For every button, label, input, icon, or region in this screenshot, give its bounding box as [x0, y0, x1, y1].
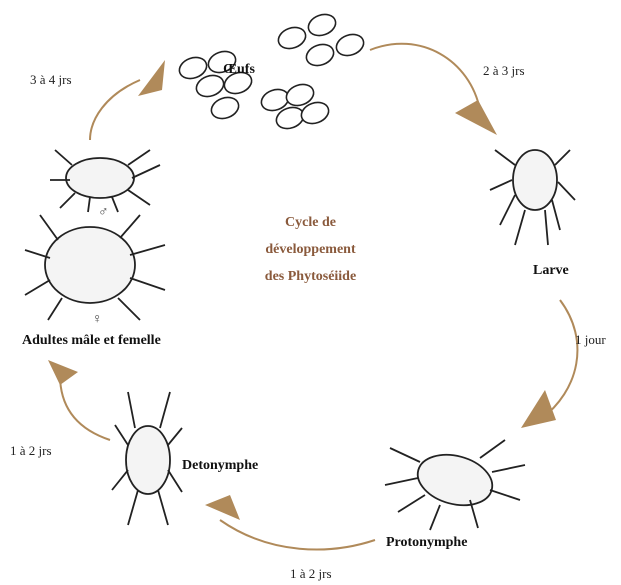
male-adult-illustration: [50, 150, 160, 212]
diagram-title-line-3: des Phytoséiide: [0, 269, 621, 285]
label-deutonymph: Detonymphe: [182, 458, 258, 474]
arc-adults-to-eggs: [90, 80, 140, 140]
female-symbol: ♀: [92, 312, 103, 328]
duration-protonymph-to-deutonymph: 1 à 2 jrs: [290, 566, 332, 582]
arrowhead-to-adults: [48, 360, 78, 385]
diagram-title-line-2: développement: [0, 242, 621, 258]
deutonymph-illustration: [112, 392, 182, 525]
arrowhead-to-eggs: [138, 60, 165, 96]
duration-adults-to-eggs: 3 à 4 jrs: [30, 72, 72, 88]
arc-deutonymph-to-adults: [60, 375, 110, 440]
duration-eggs-to-larva: 2 à 3 jrs: [483, 63, 525, 79]
male-symbol: ♂: [98, 205, 109, 221]
duration-deutonymph-to-adults: 1 à 2 jrs: [10, 443, 52, 459]
label-larva: Larve: [533, 263, 569, 279]
label-protonymph: Protonymphe: [386, 535, 467, 551]
arc-protonymph-to-deutonymph: [220, 520, 375, 550]
arc-eggs-to-larva: [370, 44, 480, 110]
arrowhead-to-deutonymph: [205, 495, 240, 520]
duration-larva-to-protonymph: 1 jour: [575, 332, 606, 348]
protonymph-illustration: [385, 440, 525, 530]
arrowhead-to-protonymph: [521, 390, 556, 428]
diagram-title-line-1: Cycle de: [0, 215, 621, 231]
eggs-illustration: [176, 11, 366, 132]
label-adults: Adultes mâle et femelle: [22, 333, 161, 349]
label-eggs: Œufs: [223, 62, 255, 78]
arrowhead-to-larva: [455, 100, 497, 135]
